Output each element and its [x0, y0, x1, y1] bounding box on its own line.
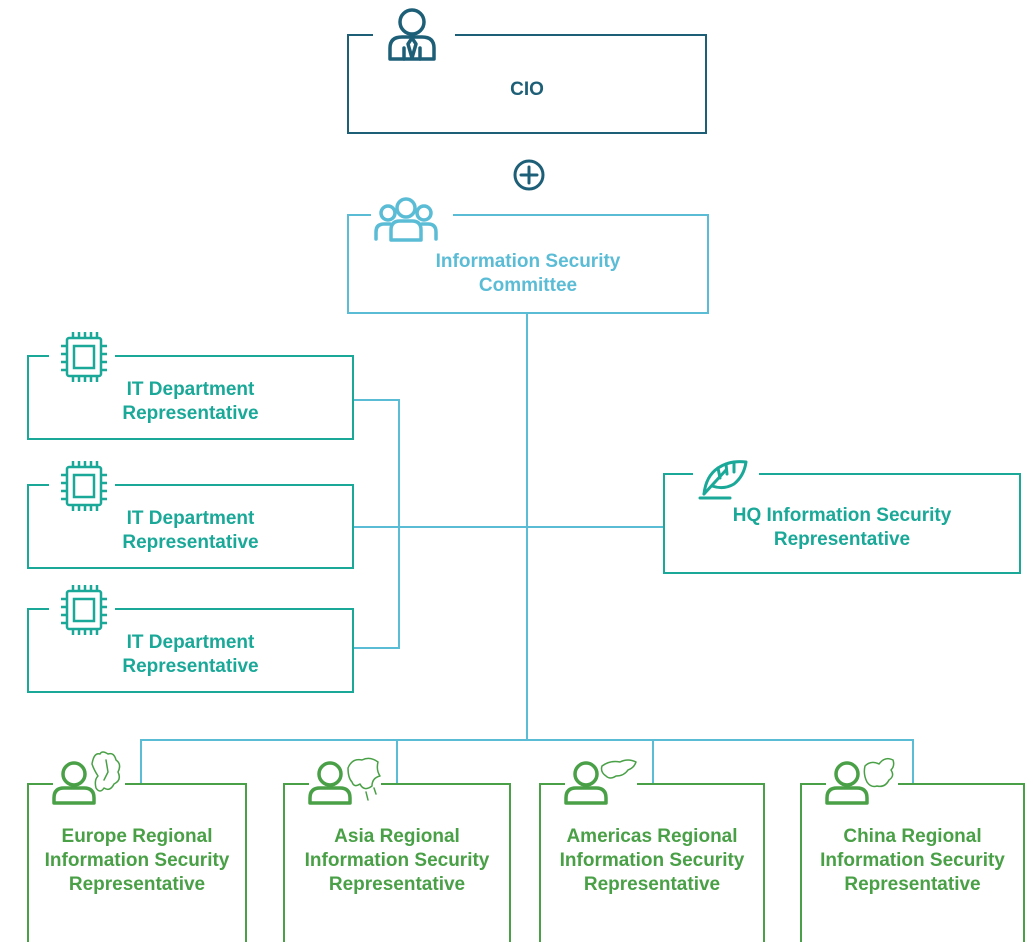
connector-americas-drop — [652, 739, 654, 783]
regional-label-americas: Americas Regional Information Security R… — [559, 826, 745, 895]
connector-it-bracket-top — [353, 399, 400, 401]
regional-label-china: China Regional Information Security Repr… — [820, 826, 1005, 895]
connector-china-drop — [912, 739, 914, 783]
regional-label-europe: Europe Regional Information Security Rep… — [44, 826, 230, 895]
committee-label: Information Security Committee — [435, 251, 621, 296]
connector-middle-horizontal — [353, 526, 665, 528]
hq-label: HQ Information Security Representative — [732, 505, 952, 550]
it-department-label: IT Department Representative — [122, 379, 259, 424]
group-people-icon — [374, 197, 438, 242]
regional-box-europe: Europe Regional Information Security Rep… — [27, 782, 247, 942]
person-asia-map-icon — [308, 757, 381, 805]
connector-regional-horizontal — [140, 739, 914, 741]
cpu-chip-icon — [61, 461, 107, 511]
cio-label: CIO — [510, 79, 544, 100]
connector-it-bracket-bottom — [353, 647, 400, 649]
it-department-box: IT Department Representative — [27, 607, 354, 693]
feather-icon — [698, 460, 748, 500]
person-europe-map-icon — [52, 751, 121, 805]
connector-it-bracket-vertical — [398, 399, 400, 649]
person-americas-map-icon — [564, 759, 637, 805]
regional-label-asia: Asia Regional Information Security Repre… — [304, 826, 490, 895]
cpu-chip-icon — [61, 585, 107, 635]
regional-box-china: China Regional Information Security Repr… — [800, 782, 1025, 942]
person-china-map-icon — [825, 757, 895, 805]
it-department-label: IT Department Representative — [122, 508, 259, 553]
it-department-label: IT Department Representative — [122, 632, 259, 677]
cpu-chip-icon — [61, 332, 107, 382]
it-department-box: IT Department Representative — [27, 483, 354, 569]
it-department-box: IT Department Representative — [27, 354, 354, 440]
regional-box-americas: Americas Regional Information Security R… — [539, 782, 765, 942]
executive-person-icon — [388, 8, 436, 61]
plus-circle-icon — [513, 159, 545, 191]
connector-asia-drop — [396, 739, 398, 783]
connector-europe-drop — [140, 739, 142, 783]
regional-box-asia: Asia Regional Information Security Repre… — [283, 782, 511, 942]
